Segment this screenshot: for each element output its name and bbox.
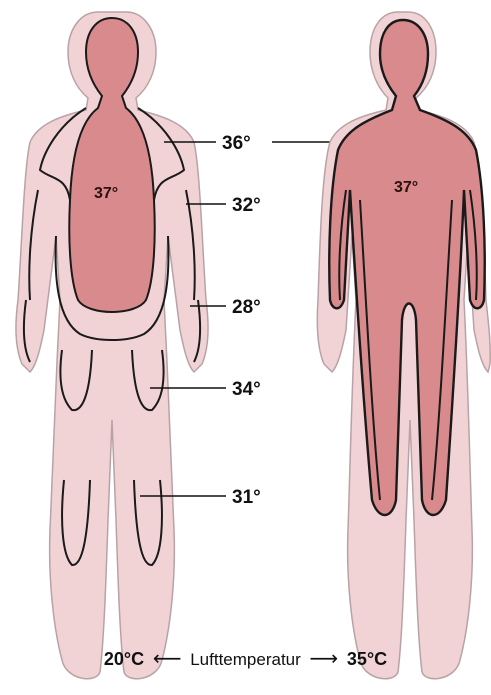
caption-low-temp: 20°C [104,649,144,669]
label-36: 36° [222,133,251,154]
label-28: 28° [232,297,261,318]
left-core-label: 37° [94,185,118,202]
left-arrow-icon: ⟵ [153,646,182,671]
air-temperature-caption: 20°C ⟵ Lufttemperatur ⟶ 35°C [0,646,491,671]
label-31: 31° [232,487,261,508]
label-34: 34° [232,379,261,400]
left-body-figure [16,12,208,679]
right-arrow-icon: ⟶ [310,646,339,671]
label-32: 32° [232,195,261,216]
isotherm-labels: 36° 32° 28° 34° 31° [222,133,261,508]
caption-high-temp: 35°C [347,649,387,669]
right-body-figure [317,12,490,679]
right-core-label: 37° [394,179,418,196]
caption-label: Lufttemperatur [190,650,301,669]
